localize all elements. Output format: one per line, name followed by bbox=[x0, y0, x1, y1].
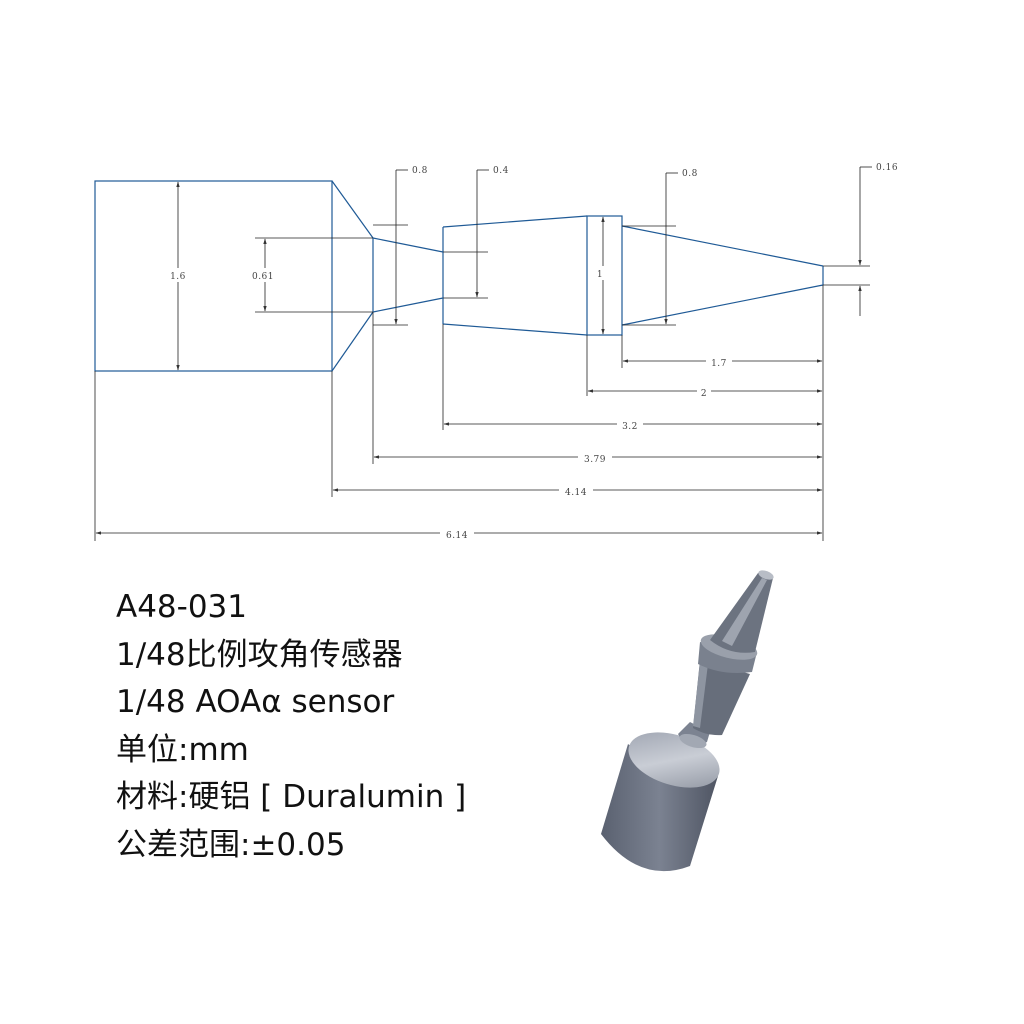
dim-label-0-16: 0.16 bbox=[876, 163, 898, 173]
tolerance-label: 公差范围:±0.05 bbox=[116, 826, 346, 863]
dim-label-3-79: 3.79 bbox=[584, 455, 606, 465]
part-number: A48-031 bbox=[116, 589, 248, 625]
dim-label-0-61: 0.61 bbox=[252, 272, 274, 282]
tip-bottom-edge bbox=[621, 284, 824, 326]
sensor-3d-render bbox=[601, 570, 774, 872]
render-base-body bbox=[601, 744, 718, 872]
neck-top-edge bbox=[372, 237, 444, 253]
neck-bottom-edge bbox=[372, 297, 444, 313]
dim-label-0-8-a: 0.8 bbox=[412, 166, 428, 176]
cone-top-edge bbox=[442, 215, 588, 228]
taper-bottom-edge bbox=[331, 311, 374, 372]
dimension-labels: 1.6 0.61 0.8 0.4 1 0.8 0.16 1.7 2 3.2 3.… bbox=[166, 163, 898, 541]
material-label: 材料:硬铝 [ Duralumin ] bbox=[116, 779, 467, 815]
spec-block: A48-031 1/48比例攻角传感器 1/48 AOAα sensor 单位:… bbox=[116, 584, 466, 869]
base-cylinder-outline bbox=[94, 180, 333, 372]
dim-label-2: 2 bbox=[701, 389, 707, 399]
cone-bottom-edge bbox=[442, 323, 588, 336]
dim-label-1-7: 1.7 bbox=[711, 359, 727, 369]
dimension-lines bbox=[94, 166, 872, 541]
part-name-chinese: 1/48比例攻角传感器 bbox=[116, 636, 403, 673]
render-cone-body bbox=[693, 660, 750, 736]
tip-top-edge bbox=[621, 225, 824, 267]
dim-label-3-2: 3.2 bbox=[622, 422, 638, 432]
part-name-english: 1/48 AOAα sensor bbox=[116, 684, 395, 720]
dim-label-4-14: 4.14 bbox=[565, 488, 587, 498]
dim-label-6-14: 6.14 bbox=[446, 531, 468, 541]
dim-label-1-6: 1.6 bbox=[170, 272, 186, 282]
taper-top-edge bbox=[331, 180, 374, 239]
dim-label-1: 1 bbox=[597, 270, 603, 280]
dim-label-0-8-b: 0.8 bbox=[682, 169, 698, 179]
part-outline bbox=[94, 180, 824, 372]
ring-outline bbox=[586, 215, 623, 336]
dim-label-0-4: 0.4 bbox=[493, 166, 509, 176]
unit-label: 单位:mm bbox=[116, 731, 249, 768]
